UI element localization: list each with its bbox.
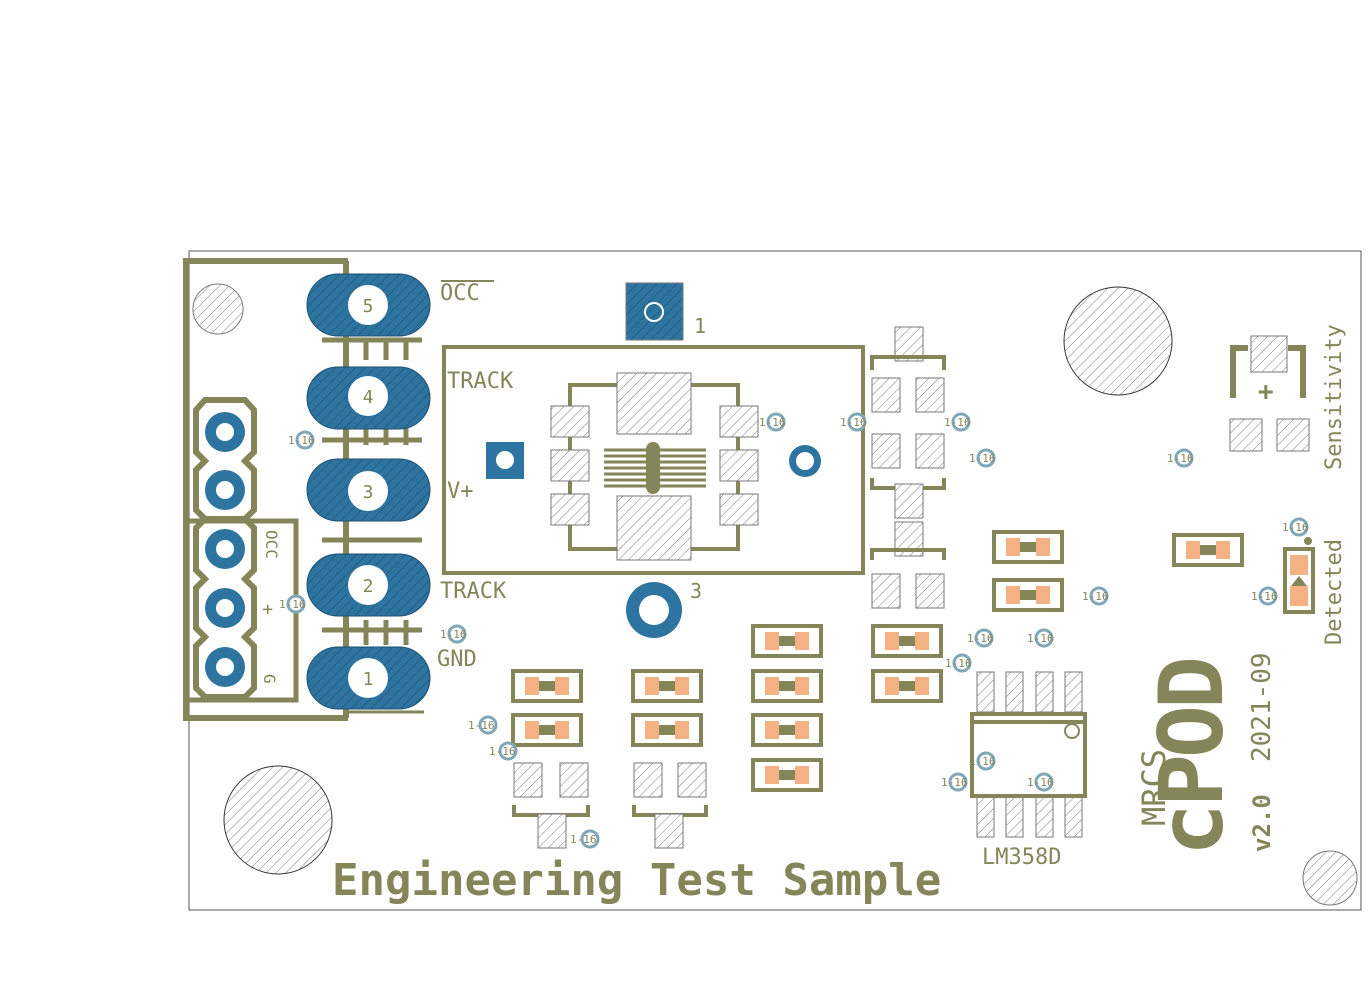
mounting-hole-icon	[192, 283, 1358, 906]
svg-text:1-16: 1-16	[468, 719, 495, 732]
terminal-number-5: 5	[363, 296, 374, 317]
svg-text:1-16: 1-16	[1251, 590, 1278, 603]
terminal-number-1: 1	[363, 669, 374, 690]
svg-text:1-16: 1-16	[967, 632, 994, 645]
terminal-number-4: 4	[363, 387, 374, 408]
sensor-chip	[550, 372, 759, 561]
build-date: 2021-09	[1247, 652, 1277, 762]
brand-big: cPOD	[1140, 659, 1243, 856]
svg-text:1-16: 1-16	[1027, 632, 1054, 645]
trimpot-plus-label: +	[1258, 377, 1274, 407]
capacitor-cluster	[870, 326, 946, 609]
terminal-number-3: 3	[363, 482, 374, 503]
label-vplus: V+	[447, 479, 474, 504]
brand-small: MRCS	[1135, 749, 1173, 826]
transistor	[512, 762, 708, 849]
svg-text:1-16: 1-16	[944, 416, 971, 429]
label-track-top: TRACK	[447, 369, 514, 394]
led-icon	[1283, 537, 1315, 614]
label-occ: OCC	[440, 281, 480, 306]
header-label-plus: +	[257, 604, 278, 615]
header-label-occ: OCC	[262, 530, 281, 559]
sensor-pin-3-label: 3	[690, 579, 702, 603]
sensor-pin-1-label: 1	[694, 314, 706, 338]
label-track-bottom: TRACK	[440, 579, 507, 604]
sensitivity-label: Sensitivity	[1322, 324, 1347, 470]
trimpot-icon	[1229, 335, 1310, 452]
svg-text:1-16: 1-16	[288, 434, 315, 447]
svg-text:1-16: 1-16	[945, 657, 972, 670]
svg-text:1-16: 1-16	[759, 416, 786, 429]
resistor-icon	[511, 530, 1244, 792]
header-label-g: G	[260, 674, 279, 684]
svg-text:1-16: 1-16	[941, 776, 968, 789]
svg-text:1-16: 1-16	[969, 755, 996, 768]
svg-text:1-16: 1-16	[489, 745, 516, 758]
svg-text:1-16: 1-16	[1027, 776, 1054, 789]
svg-text:1-16: 1-16	[969, 452, 996, 465]
sensor-pad-1	[625, 282, 684, 341]
sensor-outline	[442, 345, 865, 575]
svg-text:1-16: 1-16	[570, 833, 597, 846]
svg-text:1-16: 1-16	[1167, 452, 1194, 465]
engineering-test-sample: Engineering Test Sample	[332, 855, 941, 906]
detected-label: Detected	[1322, 539, 1347, 645]
ic-label: LM358D	[982, 845, 1061, 870]
svg-text:1-16: 1-16	[1282, 521, 1309, 534]
ic-icon	[970, 671, 1087, 838]
svg-text:1-16: 1-16	[1082, 590, 1109, 603]
svg-text:1-16: 1-16	[840, 416, 867, 429]
svg-text:1-16: 1-16	[279, 598, 306, 611]
terminal-pad	[306, 273, 431, 710]
terminal-number-2: 2	[363, 576, 374, 597]
via-labels: 1-16 1-16 1-16 1-16 1-16 1-16 1-16 1-16 …	[279, 416, 1309, 846]
label-gnd: GND	[437, 647, 477, 672]
svg-text:1-16: 1-16	[440, 628, 467, 641]
version-label: v2.0	[1248, 794, 1276, 852]
